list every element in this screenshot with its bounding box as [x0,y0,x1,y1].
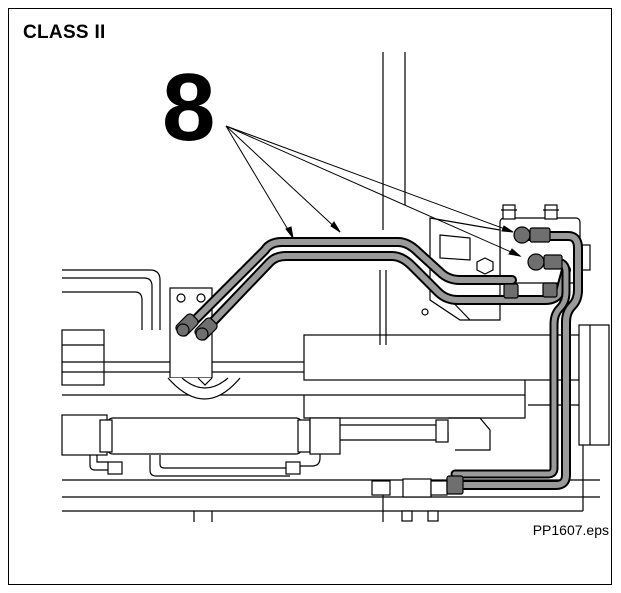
lower-plumbing [62,445,600,522]
callout-arrows [225,125,522,257]
hose-fittings [175,226,563,495]
vertical-post [382,52,406,522]
lower-fitting [446,475,464,495]
left-rails [61,269,161,386]
lower-cylinder [61,414,491,456]
callout-number: 8 [162,54,216,161]
rod [379,270,387,345]
upper-right-fittings [503,226,563,299]
class-label: CLASS II [23,22,106,43]
file-name: PP1607.eps [532,522,609,538]
tube-block [303,324,610,446]
lower-left-fittings [175,313,218,341]
hydraulic-hoses [185,231,583,490]
